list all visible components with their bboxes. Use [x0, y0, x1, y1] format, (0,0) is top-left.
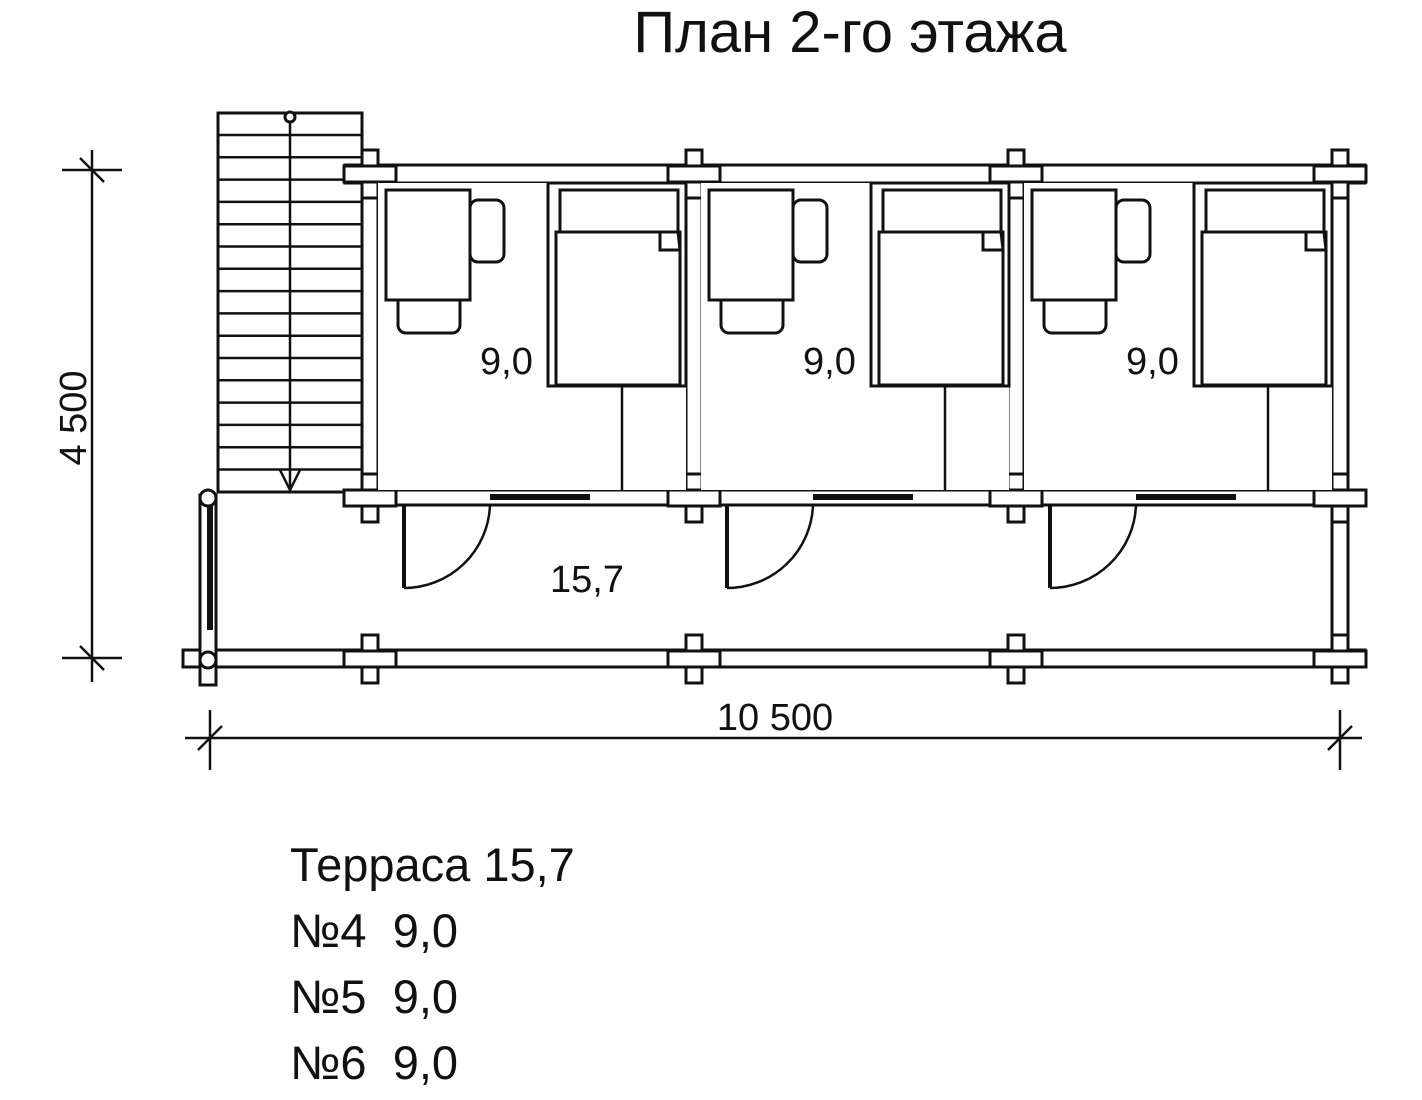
- post-cross: [342, 649, 398, 669]
- chair-icon: [468, 198, 506, 264]
- legend-row: №5 9,0: [290, 970, 459, 1023]
- blanket: [554, 230, 682, 387]
- arrowhead-icon: [278, 469, 302, 493]
- post-cross: [666, 649, 722, 669]
- legend-row: №6 9,0: [290, 1036, 459, 1089]
- plan-title: План 2-го этажа: [633, 0, 1067, 65]
- room: 9,0: [378, 181, 688, 590]
- post-cross: [988, 488, 1044, 508]
- legend-row: Терраса 15,7: [290, 838, 575, 891]
- desk: [707, 188, 795, 302]
- door-swing-arc: [403, 504, 492, 590]
- pillow: [1204, 188, 1326, 234]
- blanket: [1200, 230, 1328, 387]
- dimension-height: 4 500: [53, 150, 122, 682]
- post-cross: [988, 649, 1044, 669]
- wall-posts: [342, 148, 1368, 685]
- blanket: [877, 230, 1005, 387]
- legend-row: №4 9,0: [290, 904, 459, 957]
- post-cross: [666, 164, 722, 184]
- height-dimension-label: 4 500: [53, 370, 95, 465]
- staircase: [216, 110, 364, 494]
- wall-vertical-2: [684, 163, 704, 507]
- terrace-area-label: 15,7: [550, 559, 624, 601]
- post-cross: [988, 164, 1044, 184]
- room-area-label: 9,0: [480, 341, 533, 383]
- post-cross: [1312, 649, 1368, 669]
- desk: [384, 188, 472, 302]
- blanket-fold: [1304, 230, 1328, 252]
- post-cross: [666, 488, 722, 508]
- pillow: [558, 188, 680, 234]
- rooms: 9,0 9,0 9,0: [378, 181, 1334, 590]
- post-icon: [198, 488, 218, 508]
- desk: [1030, 188, 1118, 302]
- wall-vertical-1: [360, 163, 380, 507]
- stair-start-icon: [283, 110, 297, 124]
- door-swing-arc: [726, 504, 815, 590]
- blanket-fold: [981, 230, 1005, 252]
- wall-vertical-4: [1330, 163, 1350, 669]
- room: 9,0: [1024, 181, 1334, 590]
- width-dimension-label: 10 500: [717, 697, 833, 739]
- post-icon: [198, 650, 218, 670]
- post-cross: [1312, 488, 1368, 508]
- door-swing-arc: [1049, 504, 1138, 590]
- chair-icon: [791, 198, 829, 264]
- top-wall: [343, 163, 1367, 185]
- post-cross: [342, 164, 398, 184]
- room: 9,0: [701, 181, 1011, 590]
- room-area-label: 9,0: [803, 341, 856, 383]
- post-cross: [342, 488, 398, 508]
- room-area-label: 9,0: [1126, 341, 1179, 383]
- dimension-width: 10 500: [185, 697, 1362, 770]
- post-cross: [1312, 164, 1368, 184]
- chair-icon: [1114, 198, 1152, 264]
- pillow: [881, 188, 1003, 234]
- blanket-fold: [658, 230, 682, 252]
